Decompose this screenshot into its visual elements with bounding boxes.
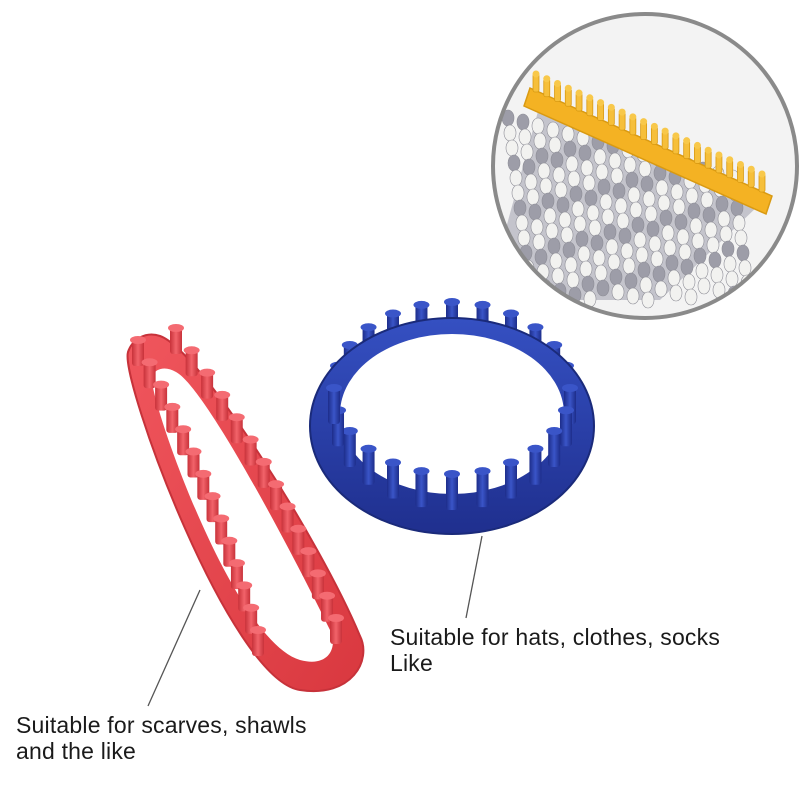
blue-loom-peg	[527, 444, 544, 485]
red-loom-peg	[153, 380, 170, 411]
blue-loom-peg	[474, 467, 491, 508]
red-loom-peg	[228, 413, 245, 444]
blue-loom-peg	[326, 384, 342, 424]
red-loom-peg	[328, 614, 344, 644]
round-blue-knitting-loom	[309, 298, 595, 535]
red-loom-peg	[214, 390, 231, 421]
red-loom-peg	[319, 591, 336, 622]
red-loom-peg	[250, 626, 266, 656]
pointer-line-round	[465, 535, 483, 619]
red-loom-peg	[242, 435, 259, 466]
red-loom-peg	[185, 447, 202, 478]
blue-loom-peg	[341, 427, 358, 467]
red-loom-peg	[268, 480, 285, 511]
blue-loom-peg	[360, 444, 377, 485]
blue-loom-peg	[546, 427, 563, 467]
red-loom-peg	[183, 346, 200, 377]
red-loom-peg	[130, 336, 146, 366]
blue-loom-peg	[444, 470, 460, 510]
red-loom-peg	[255, 457, 272, 488]
round-loom-caption: Suitable for hats, clothes, socks Like	[390, 624, 721, 676]
pointer-line-long	[147, 589, 201, 707]
blue-loom-peg	[557, 406, 574, 447]
red-loom-peg	[168, 324, 184, 354]
long-red-knitting-loom	[126, 324, 365, 693]
red-loom-peg	[309, 569, 326, 600]
red-loom-peg	[195, 469, 212, 500]
red-loom-peg	[290, 524, 307, 555]
yellow-knitting-loom	[523, 70, 773, 216]
blue-loom-peg	[503, 458, 519, 499]
red-loom-peg	[279, 502, 296, 533]
red-loom-peg	[164, 402, 181, 433]
red-loom-peg	[141, 358, 158, 389]
red-loom-peg	[175, 425, 192, 456]
inset-knitted-fabric-photo	[491, 12, 799, 320]
long-loom-caption: Suitable for scarves, shawls and the lik…	[16, 712, 307, 764]
knitted-fabric	[500, 104, 760, 309]
blue-loom-peg	[413, 467, 430, 508]
blue-loom-peg	[385, 458, 401, 499]
red-loom-peg	[300, 547, 317, 578]
red-loom-peg	[199, 368, 216, 399]
